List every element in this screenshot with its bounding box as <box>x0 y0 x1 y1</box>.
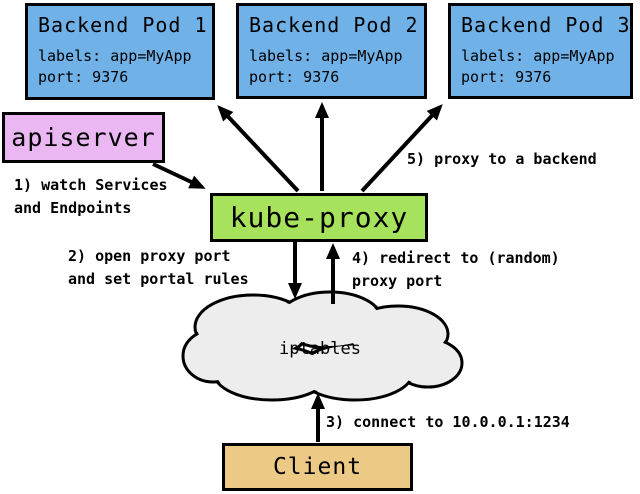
backend-pod-3-title: Backend Pod 3 <box>461 13 631 37</box>
kube-proxy-box: kube-proxy <box>210 193 428 242</box>
iptables-cloud <box>181 290 464 402</box>
apiserver-box: apiserver <box>2 112 165 163</box>
backend-pod-1-labels: labels: app=MyApp <box>38 47 192 65</box>
arrow-kubeproxy-to-pod1 <box>217 105 300 193</box>
annotation-step3: 3) connect to 10.0.0.1:1234 <box>326 413 570 431</box>
backend-pod-3-box: Backend Pod 3 labels: app=MyApp port: 93… <box>448 3 633 99</box>
backend-pod-2-title: Backend Pod 2 <box>249 13 419 37</box>
annotation-step4: 4) redirect to (random) proxy port <box>352 249 560 290</box>
iptables-label: iptables <box>279 339 361 359</box>
apiserver-label: apiserver <box>11 123 156 152</box>
arrow-kubeproxy-to-pod3 <box>360 104 443 193</box>
arrow-apiserver-to-kubeproxy <box>152 162 206 189</box>
backend-pod-1-box: Backend Pod 1 labels: app=MyApp port: 93… <box>25 3 215 100</box>
client-label: Client <box>272 454 363 480</box>
backend-pod-3-port: port: 9376 <box>461 68 552 86</box>
backend-pod-1-title: Backend Pod 1 <box>38 13 208 37</box>
backend-pod-2-labels: labels: app=MyApp <box>249 47 403 65</box>
backend-pod-2-port: port: 9376 <box>249 68 340 86</box>
annotation-step1: 1) watch Services and Endpoints <box>14 176 168 217</box>
backend-pod-1-port: port: 9376 <box>38 68 129 86</box>
backend-pod-2-box: Backend Pod 2 labels: app=MyApp port: 93… <box>236 3 427 99</box>
annotation-step5: 5) proxy to a backend <box>407 150 597 168</box>
annotation-step2: 2) open proxy port and set portal rules <box>68 247 249 288</box>
client-box: Client <box>222 443 413 491</box>
backend-pod-3-labels: labels: app=MyApp <box>461 47 615 65</box>
kube-proxy-label: kube-proxy <box>229 201 409 234</box>
